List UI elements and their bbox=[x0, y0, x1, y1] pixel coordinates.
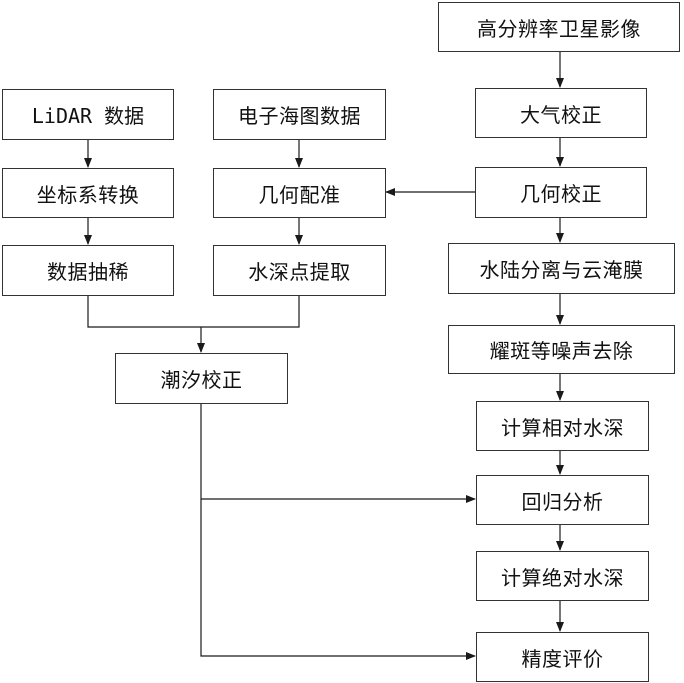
node-lidar-data: LiDAR 数据 bbox=[2, 89, 174, 140]
node-data-thinning: 数据抽稀 bbox=[2, 245, 174, 296]
node-relative-depth: 计算相对水深 bbox=[476, 401, 649, 451]
node-satellite-imagery: 高分辨率卫星影像 bbox=[438, 2, 680, 52]
node-regression-analysis: 回归分析 bbox=[476, 475, 649, 525]
node-atmospheric-correction: 大气校正 bbox=[475, 88, 647, 138]
node-tide-correction: 潮汐校正 bbox=[115, 353, 288, 404]
node-absolute-depth: 计算绝对水深 bbox=[476, 551, 649, 601]
node-glint-noise-removal: 耀斑等噪声去除 bbox=[448, 325, 675, 374]
node-water-land-cloud-mask: 水陆分离与云淹膜 bbox=[448, 243, 675, 294]
node-coordinate-transform: 坐标系转换 bbox=[2, 168, 174, 218]
node-depth-point-extraction: 水深点提取 bbox=[213, 245, 386, 296]
node-geometric-registration: 几何配准 bbox=[213, 168, 386, 218]
node-geometric-correction: 几何校正 bbox=[475, 167, 647, 218]
edge-merge-to-tide bbox=[87, 295, 300, 328]
edge-tide-accuracy bbox=[200, 403, 476, 660]
node-electronic-chart: 电子海图数据 bbox=[213, 89, 386, 140]
node-accuracy-evaluation: 精度评价 bbox=[476, 632, 649, 682]
